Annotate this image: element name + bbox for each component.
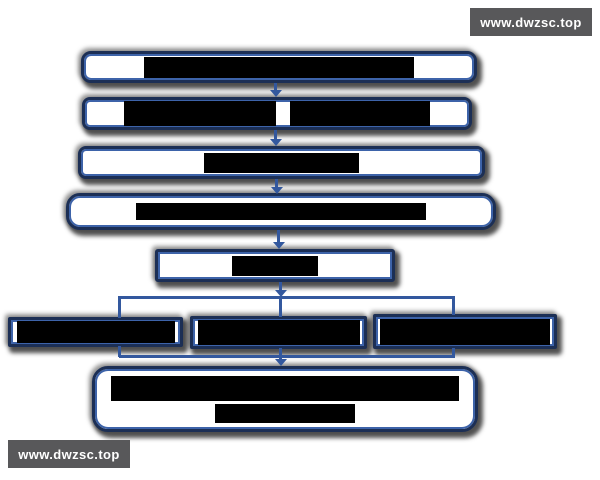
flow-node-branch-right [373,314,557,349]
redacted-text-line [124,101,430,126]
redacted-text-bar [204,152,359,173]
flow-node-final-step [92,366,478,432]
arrow-down-icon [275,290,287,297]
redacted-text-bar [290,101,430,126]
arrow-down-icon [271,187,283,194]
redacted-text-bar [144,56,414,78]
redacted-text-bar [136,203,426,220]
connector-line-final [279,356,282,360]
redacted-text-bar [232,255,318,276]
watermark-label: www.dwzsc.top [480,14,582,30]
redacted-text-line [136,203,426,220]
flow-node-step-5 [155,249,395,282]
arrow-down-icon [270,139,282,146]
flow-node-branch-middle [190,316,367,349]
arrow-down-icon [273,242,285,249]
redacted-text-bar [111,375,459,401]
redacted-text-line [215,403,355,423]
flow-node-branch-left [8,317,183,347]
watermark-label: www.dwzsc.top [18,446,120,462]
branch-merge-right-drop [452,348,455,357]
redacted-text-bar [380,318,550,345]
branch-split-horizontal-line [119,296,455,299]
arrow-down-icon [270,90,282,97]
redacted-text-line [380,318,550,345]
arrow-down-icon [275,359,287,366]
redacted-text-line [111,375,459,401]
redacted-text-line [16,321,175,343]
connector-line-4 [277,230,280,243]
connector-line-5 [279,282,282,291]
branch-split-left-drop [118,296,121,318]
redacted-text-bar [16,321,175,343]
redacted-text-bar [197,320,360,345]
redacted-text-bar [124,101,276,126]
flow-node-step-4 [66,193,496,230]
branch-split-right-drop [452,296,455,315]
connector-line-3 [275,179,278,187]
redacted-text-line [232,255,318,276]
redacted-text-bar [215,403,355,423]
connector-line-2 [274,130,277,139]
branch-split-middle-drop [279,296,282,317]
watermark-bottom-left: www.dwzsc.top [8,440,130,468]
branch-merge-left-drop [118,346,121,357]
watermark-top-right: www.dwzsc.top [470,8,592,36]
redacted-text-line [197,320,360,345]
connector-line-1 [274,83,277,91]
flow-node-step-1 [81,51,477,83]
flow-node-step-2 [82,97,472,130]
flow-node-step-3 [78,146,485,179]
redacted-text-line [144,56,414,78]
branch-merge-middle-drop [279,348,282,357]
branch-merge-horizontal-line [119,355,455,358]
redacted-text-line [204,152,359,173]
